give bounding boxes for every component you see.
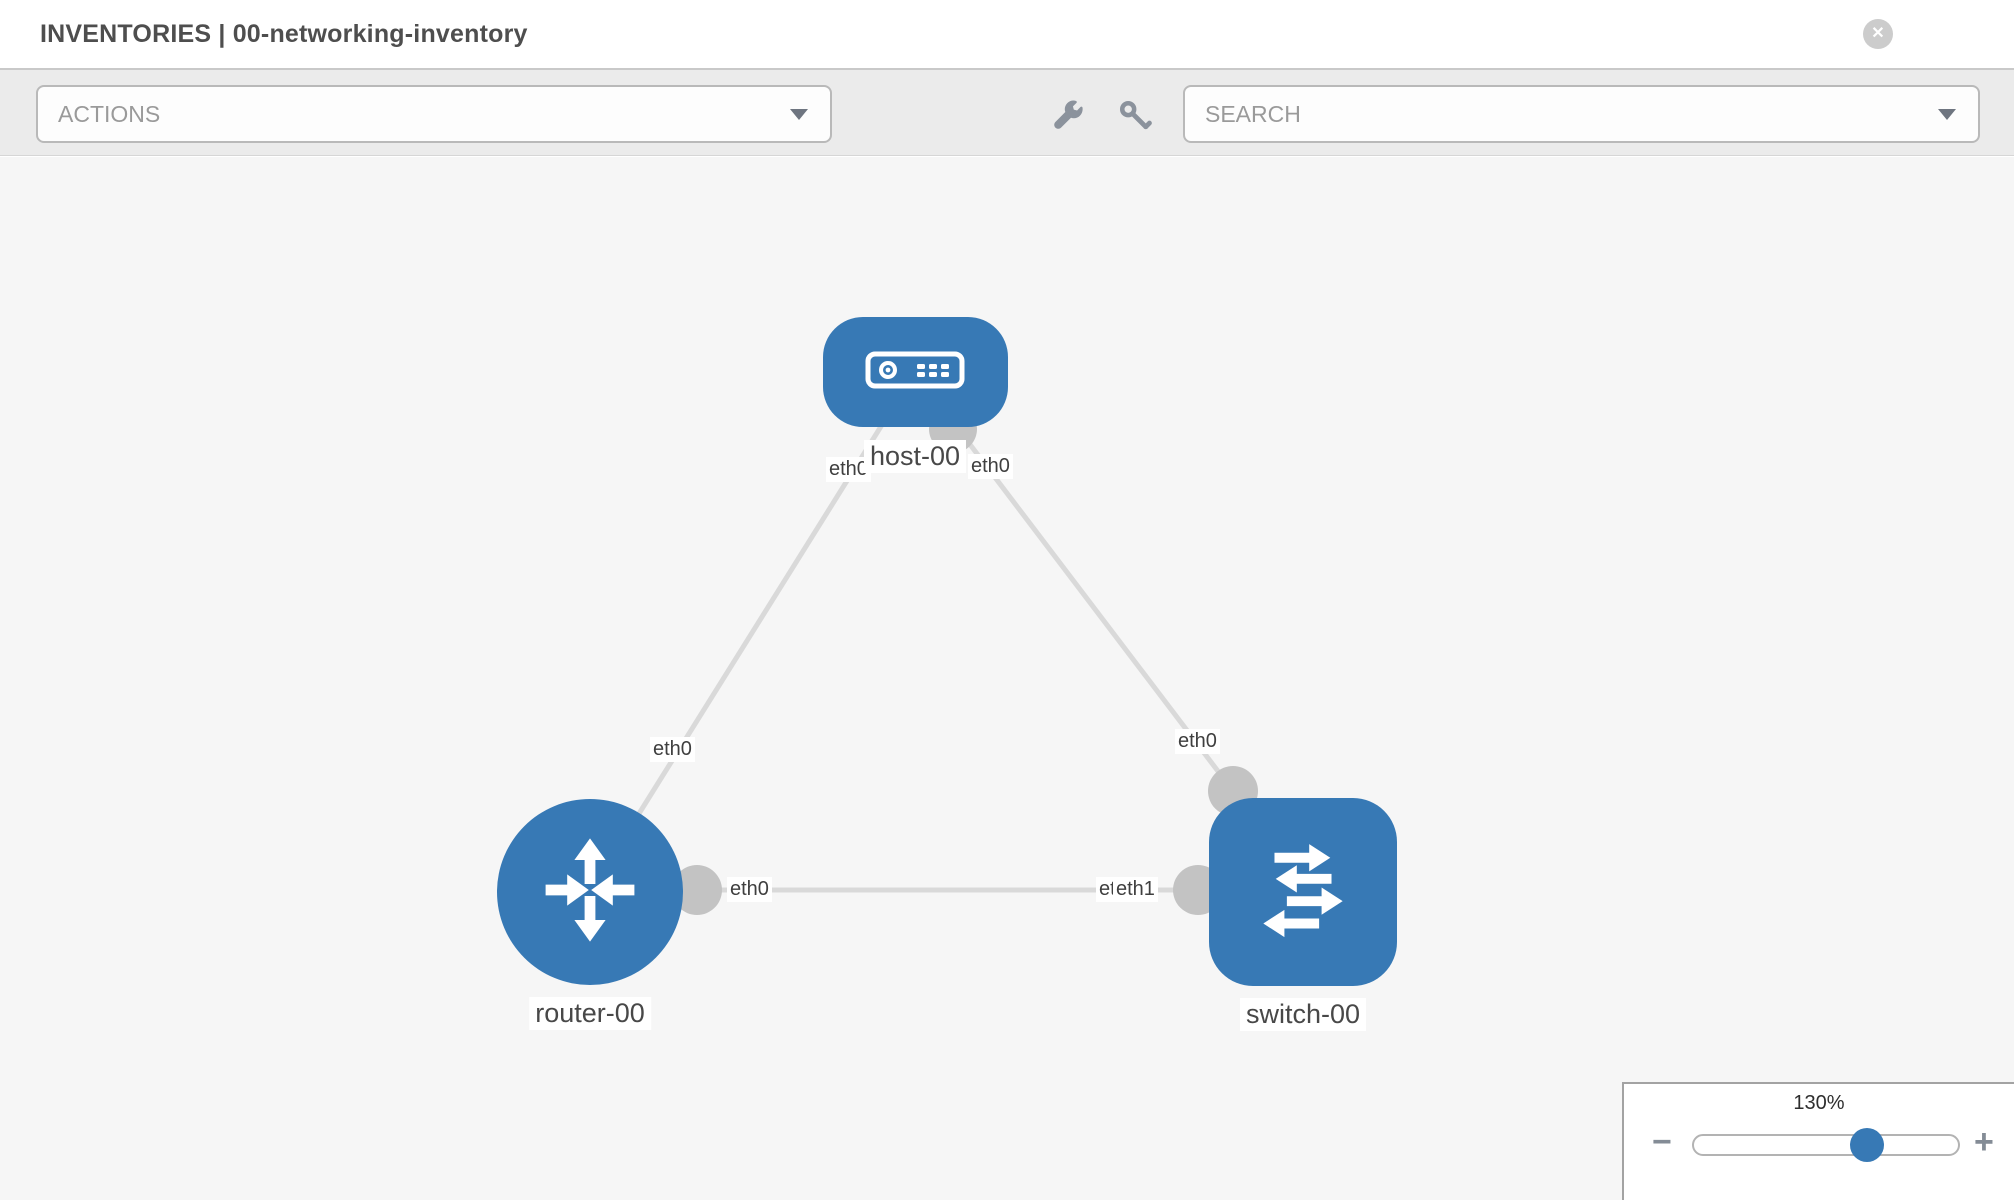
node-label-router-00: router-00 bbox=[529, 997, 651, 1030]
zoom-level-value: 130% bbox=[1793, 1092, 1845, 1114]
zoom-in-button[interactable]: + bbox=[1974, 1123, 1994, 1161]
zoom-slider-thumb[interactable] bbox=[1850, 1128, 1885, 1162]
configure-button[interactable] bbox=[1050, 99, 1086, 135]
router-icon bbox=[530, 830, 650, 955]
search-dropdown-label: SEARCH bbox=[1205, 100, 1301, 127]
interface-label-eth0: eth0 bbox=[1175, 729, 1220, 754]
header-bar: INVENTORIES | 00-networking-inventory ✕ bbox=[0, 0, 2014, 68]
chevron-down-icon bbox=[790, 109, 808, 120]
chevron-down-icon bbox=[1938, 109, 1956, 120]
interface-label-eth0: eth0 bbox=[968, 454, 1013, 479]
node-router-00[interactable] bbox=[497, 799, 683, 985]
search-dropdown[interactable]: SEARCH bbox=[1183, 85, 1980, 143]
node-switch-00[interactable] bbox=[1209, 798, 1397, 986]
close-icon: ✕ bbox=[1871, 25, 1885, 42]
interface-label-eth0: eth0 bbox=[826, 457, 871, 482]
interface-label-eth0: eth0 bbox=[727, 877, 772, 902]
topology-canvas[interactable]: host-00 router-00 switch-00 eth0 eth0 eth0 eth… bbox=[0, 157, 2014, 1200]
host-icon bbox=[855, 340, 975, 405]
node-label-host-00: host-00 bbox=[863, 440, 967, 473]
actions-dropdown[interactable]: ACTIONS bbox=[36, 85, 832, 143]
zoom-out-button[interactable]: − bbox=[1652, 1123, 1672, 1161]
credentials-button[interactable] bbox=[1117, 99, 1153, 135]
zoom-control-panel: 130% − + bbox=[1622, 1082, 2014, 1200]
interface-label-eth0: eth0 bbox=[650, 737, 695, 762]
interface-label-eth1: eth1 bbox=[1113, 877, 1158, 902]
links-layer bbox=[587, 370, 1303, 894]
toolbar: ACTIONS SEARCH bbox=[0, 68, 2014, 156]
wrench-icon bbox=[1051, 100, 1085, 136]
page-title: INVENTORIES | 00-networking-inventory bbox=[40, 20, 528, 48]
zoom-slider-track[interactable] bbox=[1692, 1128, 1960, 1162]
key-icon bbox=[1118, 100, 1152, 136]
node-host-00[interactable] bbox=[822, 317, 1008, 427]
switch-icon bbox=[1241, 828, 1365, 957]
close-button[interactable]: ✕ bbox=[1863, 19, 1893, 49]
actions-dropdown-label: ACTIONS bbox=[58, 100, 161, 127]
node-label-switch-00: switch-00 bbox=[1239, 998, 1367, 1031]
